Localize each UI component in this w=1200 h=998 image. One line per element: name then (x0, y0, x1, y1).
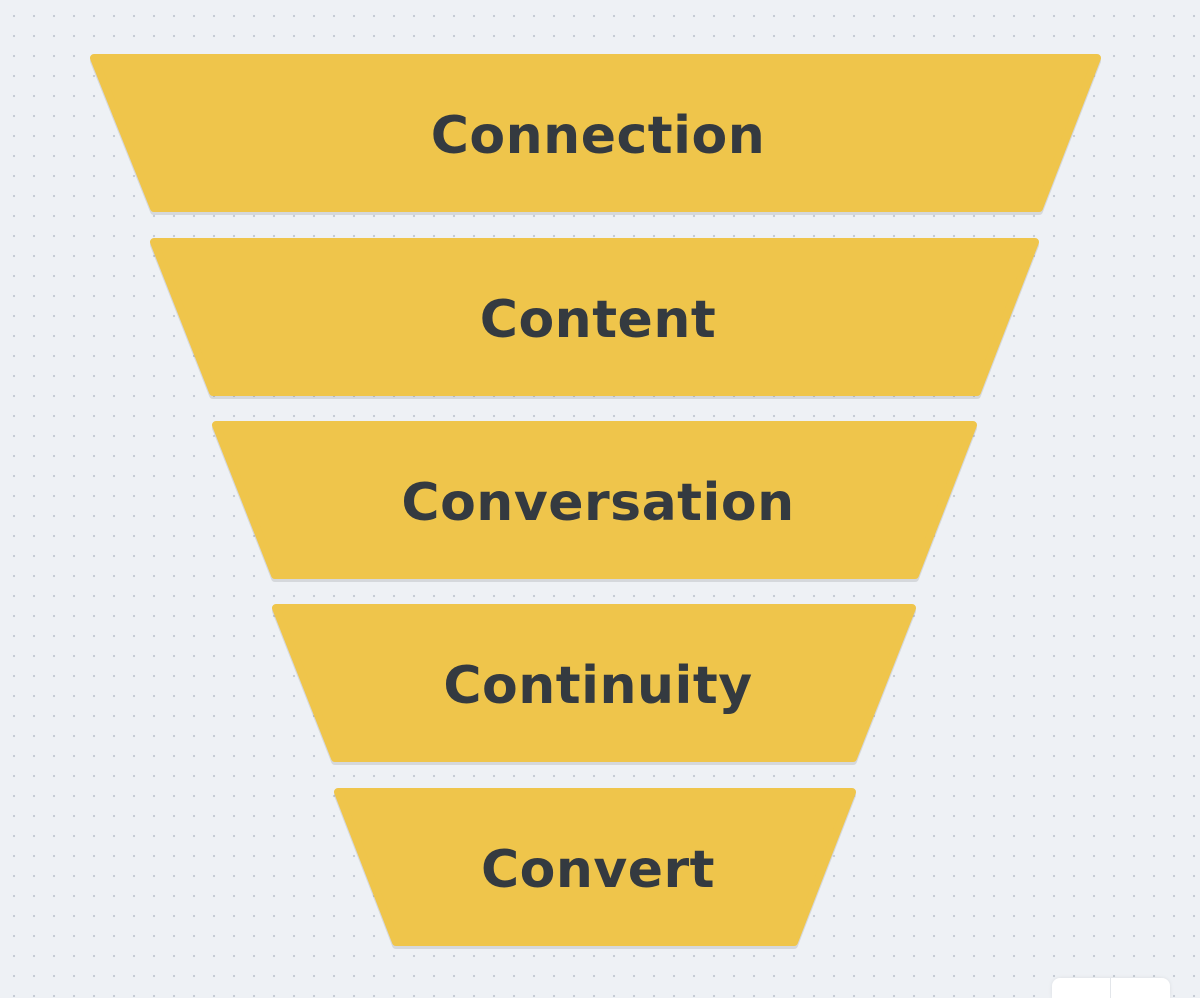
funnel-stage-4[interactable]: Continuity (0, 604, 1200, 768)
funnel-stage-shape (272, 604, 916, 762)
toolbar-divider (1110, 978, 1111, 998)
funnel-stage-2[interactable]: Content (0, 238, 1200, 402)
funnel-stage-5[interactable]: Convert (0, 788, 1200, 952)
canvas-toolbar[interactable] (1052, 978, 1170, 998)
funnel-stage-shape-svg (334, 788, 856, 949)
funnel-stage-shape (334, 788, 856, 946)
funnel-stage-shape (150, 238, 1039, 396)
funnel-stage-shape-svg (212, 421, 977, 582)
funnel-stage-shape (212, 421, 977, 579)
funnel-stage-shape-svg (272, 604, 916, 765)
funnel-stage-3[interactable]: Conversation (0, 421, 1200, 585)
funnel-stage-shape (90, 54, 1101, 212)
funnel-stage-shape-svg (90, 54, 1101, 215)
funnel-stage-1[interactable]: Connection (0, 54, 1200, 218)
funnel-stage-shape-svg (150, 238, 1039, 399)
